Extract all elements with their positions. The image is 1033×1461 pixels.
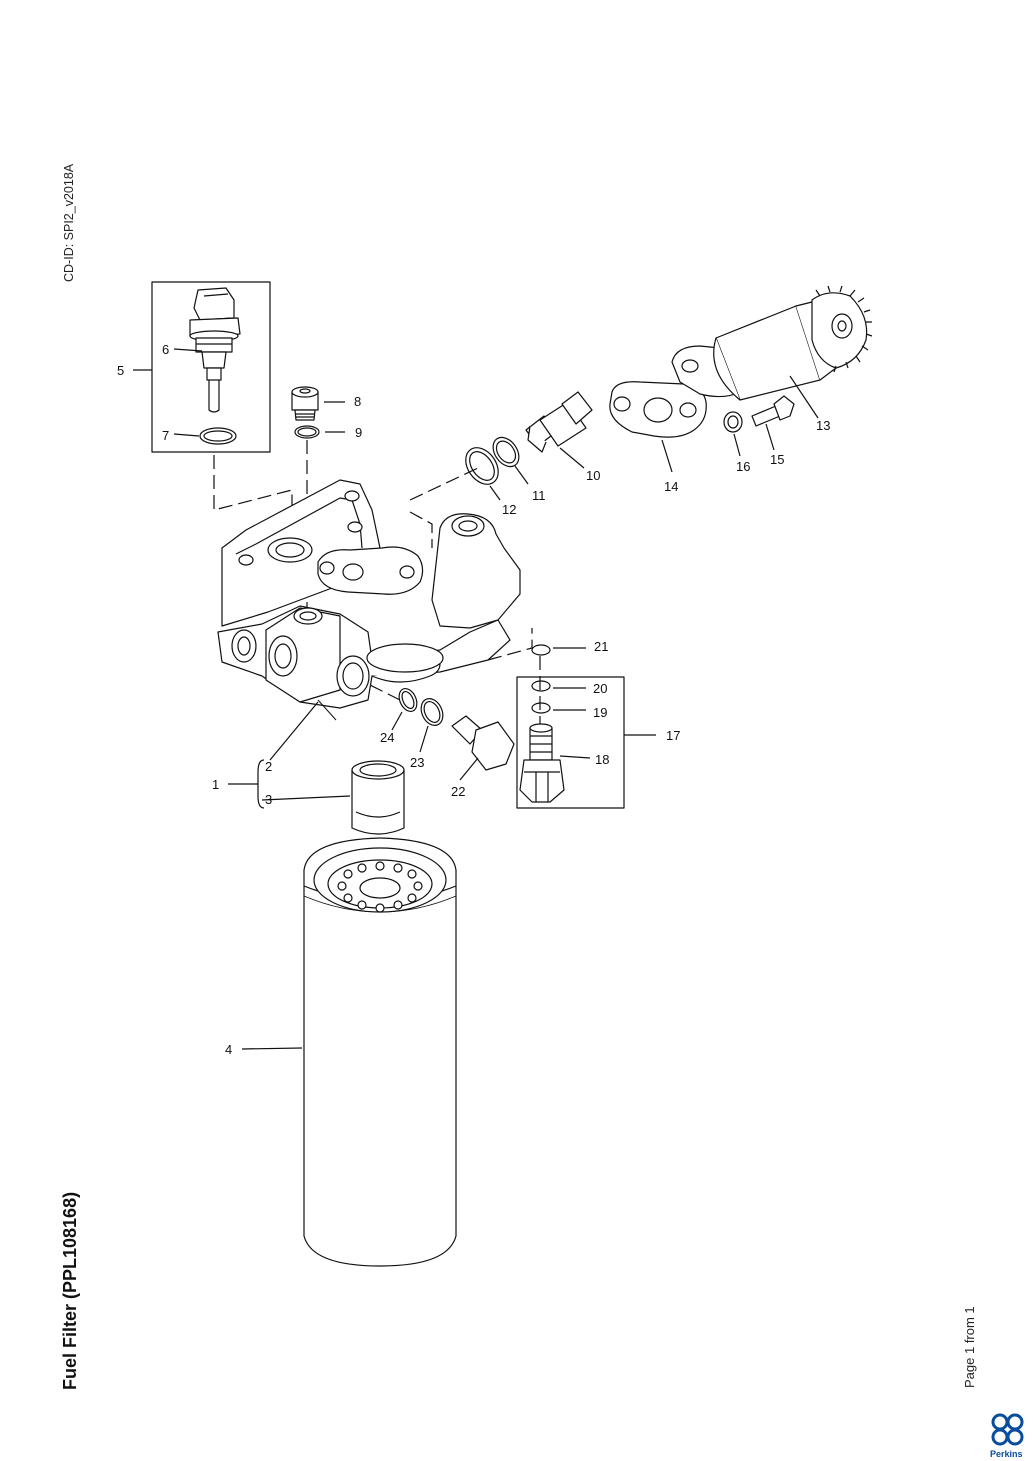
callout-18: 18: [595, 752, 609, 767]
callout-23: 23: [410, 755, 424, 770]
perkins-logo-text: Perkins: [990, 1449, 1023, 1459]
part-17-group: [516, 644, 656, 809]
callout-19: 19: [593, 705, 607, 720]
callout-15: 15: [770, 452, 784, 467]
callout-5: 5: [117, 363, 124, 378]
leader-2: [269, 701, 319, 761]
callout-22: 22: [451, 784, 465, 799]
callout-16: 16: [736, 459, 750, 474]
filter-holes: [337, 861, 423, 913]
part-4-filter-element: [241, 837, 457, 1267]
callout-20: 20: [593, 681, 607, 696]
callout-10: 10: [586, 468, 600, 483]
callout-labels: 1 2 3 4 5 6 7 8 9 10 11 12 13 14 15 16 1…: [117, 342, 830, 1057]
callout-21: 21: [594, 639, 608, 654]
callout-13: 13: [816, 418, 830, 433]
part-13-lift-pump: [671, 285, 873, 419]
callout-1: 1: [212, 777, 219, 792]
callout-3: 3: [265, 792, 272, 807]
callout-12: 12: [502, 502, 516, 517]
part-14-gasket: [609, 381, 707, 473]
perkins-logo: [991, 1413, 1024, 1446]
callout-9: 9: [355, 425, 362, 440]
part-15-16-bolt: [723, 395, 795, 457]
callout-24: 24: [380, 730, 394, 745]
callout-7: 7: [162, 428, 169, 443]
callout-14: 14: [664, 479, 678, 494]
callout-8: 8: [354, 394, 361, 409]
part-8-plug: [291, 386, 345, 421]
part-1-bracket: [228, 759, 265, 809]
part-10-valve: [525, 391, 593, 469]
filter-head-body: [217, 479, 521, 721]
callout-4: 4: [225, 1042, 232, 1057]
callout-11: 11: [532, 488, 546, 503]
part-3-sleeve: [261, 760, 405, 835]
part-9-oring: [294, 425, 345, 439]
callout-6: 6: [162, 342, 169, 357]
part-22-24-plug-rings: [391, 688, 515, 781]
part-5-group: [133, 281, 271, 453]
callout-2: 2: [265, 759, 272, 774]
callout-17: 17: [666, 728, 680, 743]
part-11-12-orings: [465, 436, 529, 501]
